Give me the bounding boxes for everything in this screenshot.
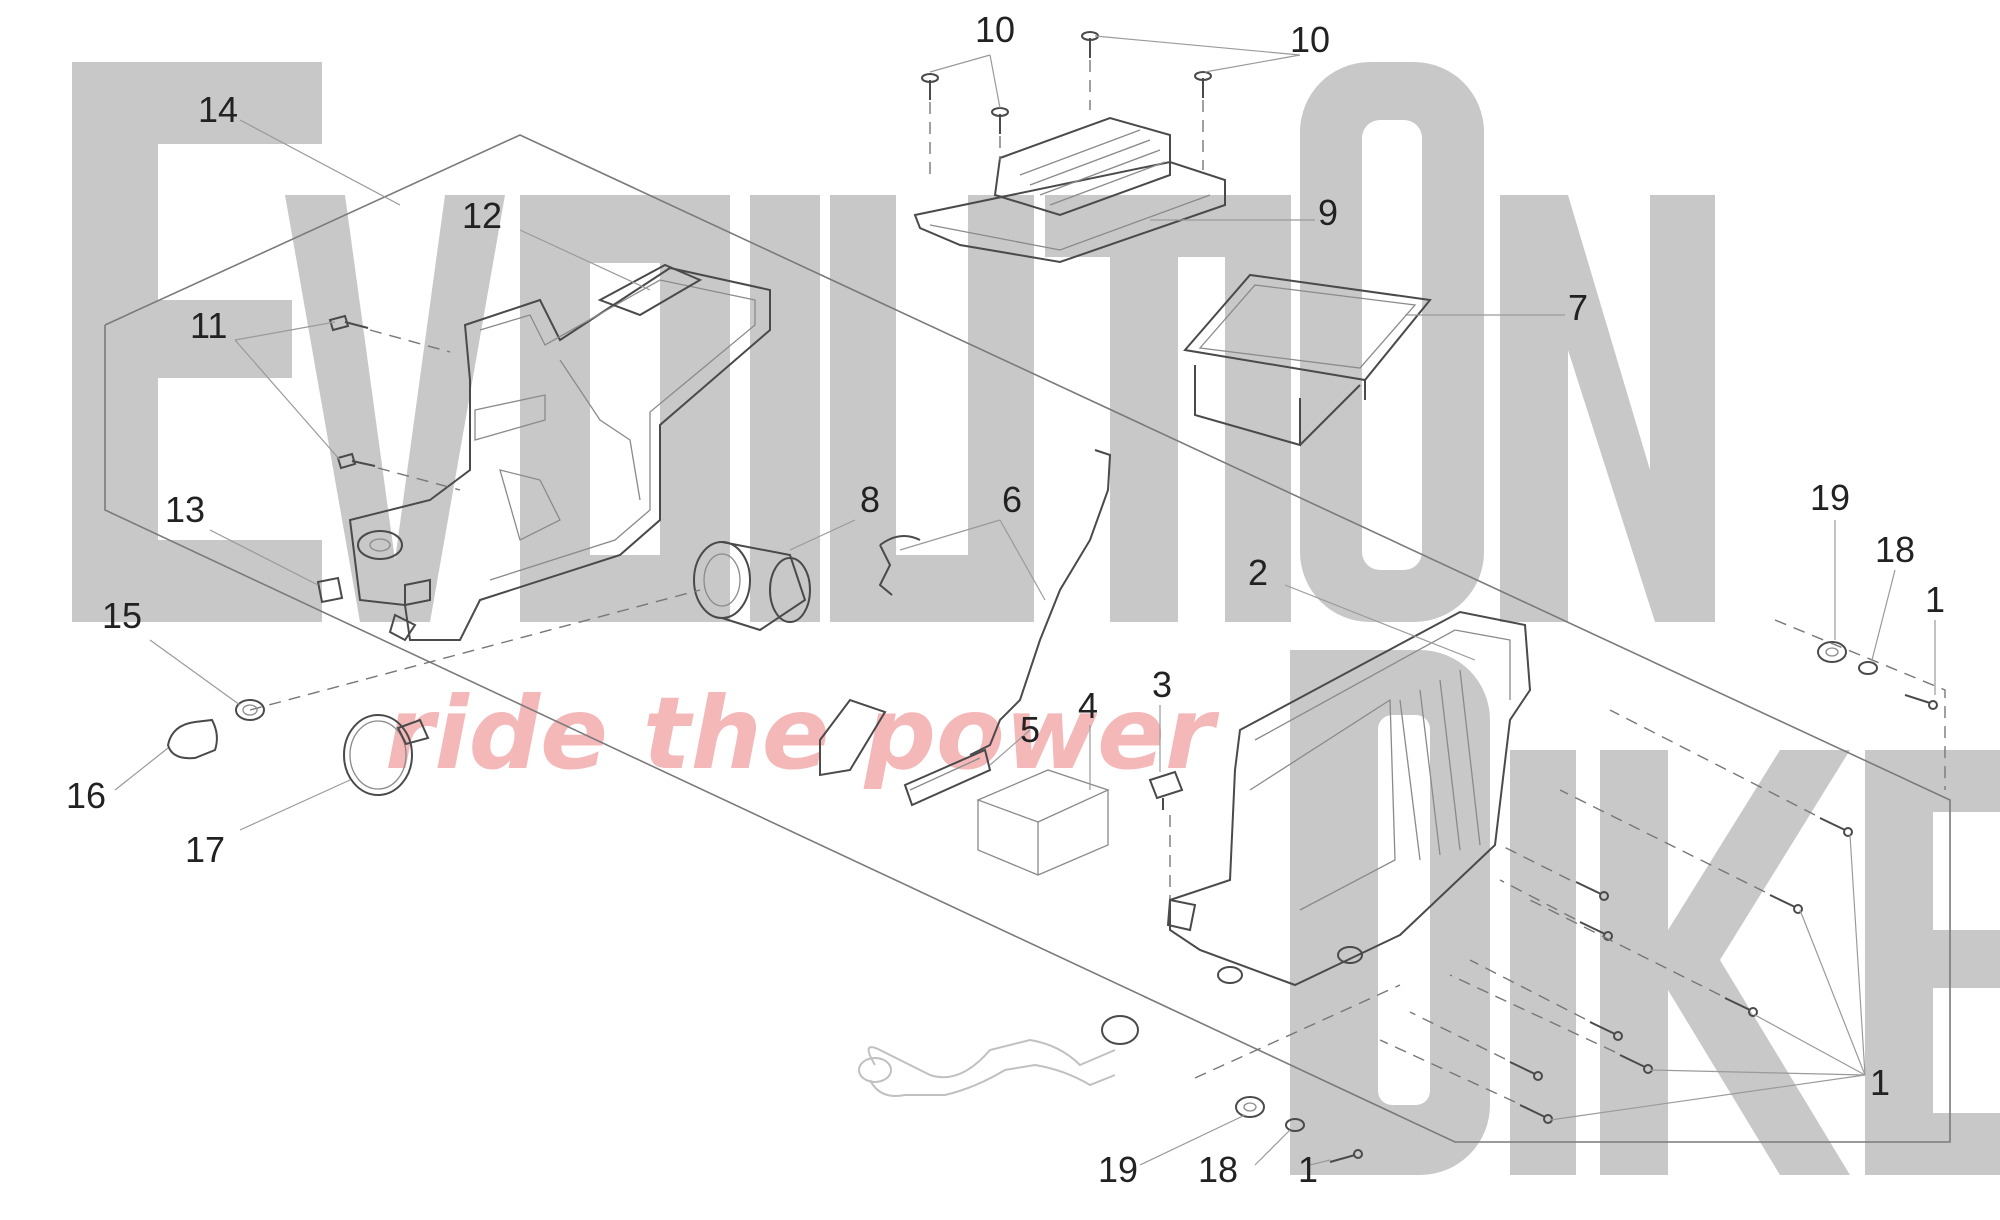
callout-1-top: 1	[1925, 579, 1945, 620]
screw-11-lower	[336, 452, 461, 491]
breather-hose	[858, 1015, 1139, 1097]
callout-2: 2	[1248, 552, 1268, 593]
watermark-letter-n	[1500, 195, 1715, 622]
screw-1-row2	[1559, 789, 1803, 914]
watermark: ride the power	[72, 62, 2000, 1175]
screws-1-array	[1329, 694, 1938, 1163]
watermark-letter-b	[1290, 650, 1490, 1175]
callout-12: 12	[462, 195, 502, 236]
watermark-letter-i	[1225, 195, 1291, 622]
callout-11: 11	[190, 305, 227, 346]
watermark-letter-u	[830, 195, 1034, 622]
mount-plane-bottom	[1194, 984, 1401, 1079]
grommet-19-top	[1817, 641, 1847, 663]
box-4	[976, 769, 1110, 876]
screw-10b	[991, 107, 1009, 160]
screw-10c	[1081, 31, 1099, 110]
screw-11-upper	[328, 314, 451, 353]
callout-16: 16	[66, 775, 106, 816]
screw-1-row5	[1529, 899, 1758, 1017]
axis-intake	[249, 589, 701, 711]
callout-4: 4	[1078, 685, 1098, 726]
clamp-15	[235, 699, 265, 721]
cap-13	[316, 576, 344, 604]
callout-7: 7	[1568, 287, 1588, 328]
screw-10d	[1194, 71, 1212, 170]
screws-10	[921, 31, 1212, 182]
screw-1-row6	[1469, 959, 1623, 1041]
callout-10-left: 10	[975, 9, 1015, 50]
screw-1-row8	[1409, 1011, 1543, 1081]
gasket-5	[903, 748, 992, 807]
screw-1-row4	[1499, 879, 1613, 941]
screw-1-row1	[1609, 709, 1853, 837]
assembly-frame	[104, 134, 1951, 1143]
callout-9: 9	[1318, 192, 1338, 233]
filter-cover-9	[913, 116, 1226, 264]
callout-10-right: 10	[1290, 19, 1330, 60]
callout-1-right: 1	[1870, 1062, 1890, 1103]
washer-18-bottom	[1285, 1118, 1305, 1132]
filter-housing-left	[348, 263, 771, 642]
grommet-19-bottom	[1235, 1096, 1265, 1118]
washer-18-top	[1858, 661, 1878, 675]
watermark-tagline: ride the power	[385, 675, 1220, 792]
callout-19-bottom: 19	[1098, 1149, 1138, 1190]
watermark-letter-v	[285, 195, 505, 622]
callout-18-bottom: 18	[1198, 1149, 1238, 1190]
screw-1-row9	[1379, 1039, 1553, 1124]
intake-rubber-8	[693, 541, 811, 632]
watermark-letter-i2	[1510, 750, 1576, 1175]
screw-1-row7	[1449, 974, 1653, 1074]
watermark-letter-t	[1045, 195, 1245, 622]
screw-1-top	[1904, 694, 1938, 710]
callout-6: 6	[1002, 479, 1022, 520]
watermark-letter-o	[520, 195, 730, 622]
watermark-letter-o-big	[1300, 62, 1484, 622]
clamp-17	[343, 714, 430, 796]
spring-6	[819, 449, 1112, 777]
screw-10a	[921, 73, 939, 182]
callout-18-top: 18	[1875, 529, 1915, 570]
screw-1-row3	[1499, 844, 1609, 901]
block-3	[1148, 770, 1184, 900]
callout-14: 14	[198, 89, 238, 130]
callout-17: 17	[185, 829, 225, 870]
screw-1-bottom	[1329, 1149, 1363, 1163]
callout-8: 8	[860, 479, 880, 520]
callout-15: 15	[102, 595, 142, 636]
callout-13: 13	[165, 489, 205, 530]
filter-housing-right	[1166, 610, 1532, 987]
leader-lines	[114, 35, 1936, 1166]
cap-16	[166, 718, 218, 760]
callout-3: 3	[1152, 664, 1172, 705]
callout-19-top: 19	[1810, 477, 1850, 518]
callout-5: 5	[1020, 709, 1040, 750]
filter-element-7	[1183, 273, 1432, 447]
callout-1-bottom: 1	[1298, 1149, 1318, 1190]
mount-plane-right	[1774, 619, 1946, 790]
watermark-letter-l	[750, 195, 820, 622]
watermark-letter-e2	[1865, 750, 2000, 1175]
callouts: 14 12 11 13 15 16 17 8 6 5 4 3 2 7 9 10 …	[66, 9, 1945, 1190]
